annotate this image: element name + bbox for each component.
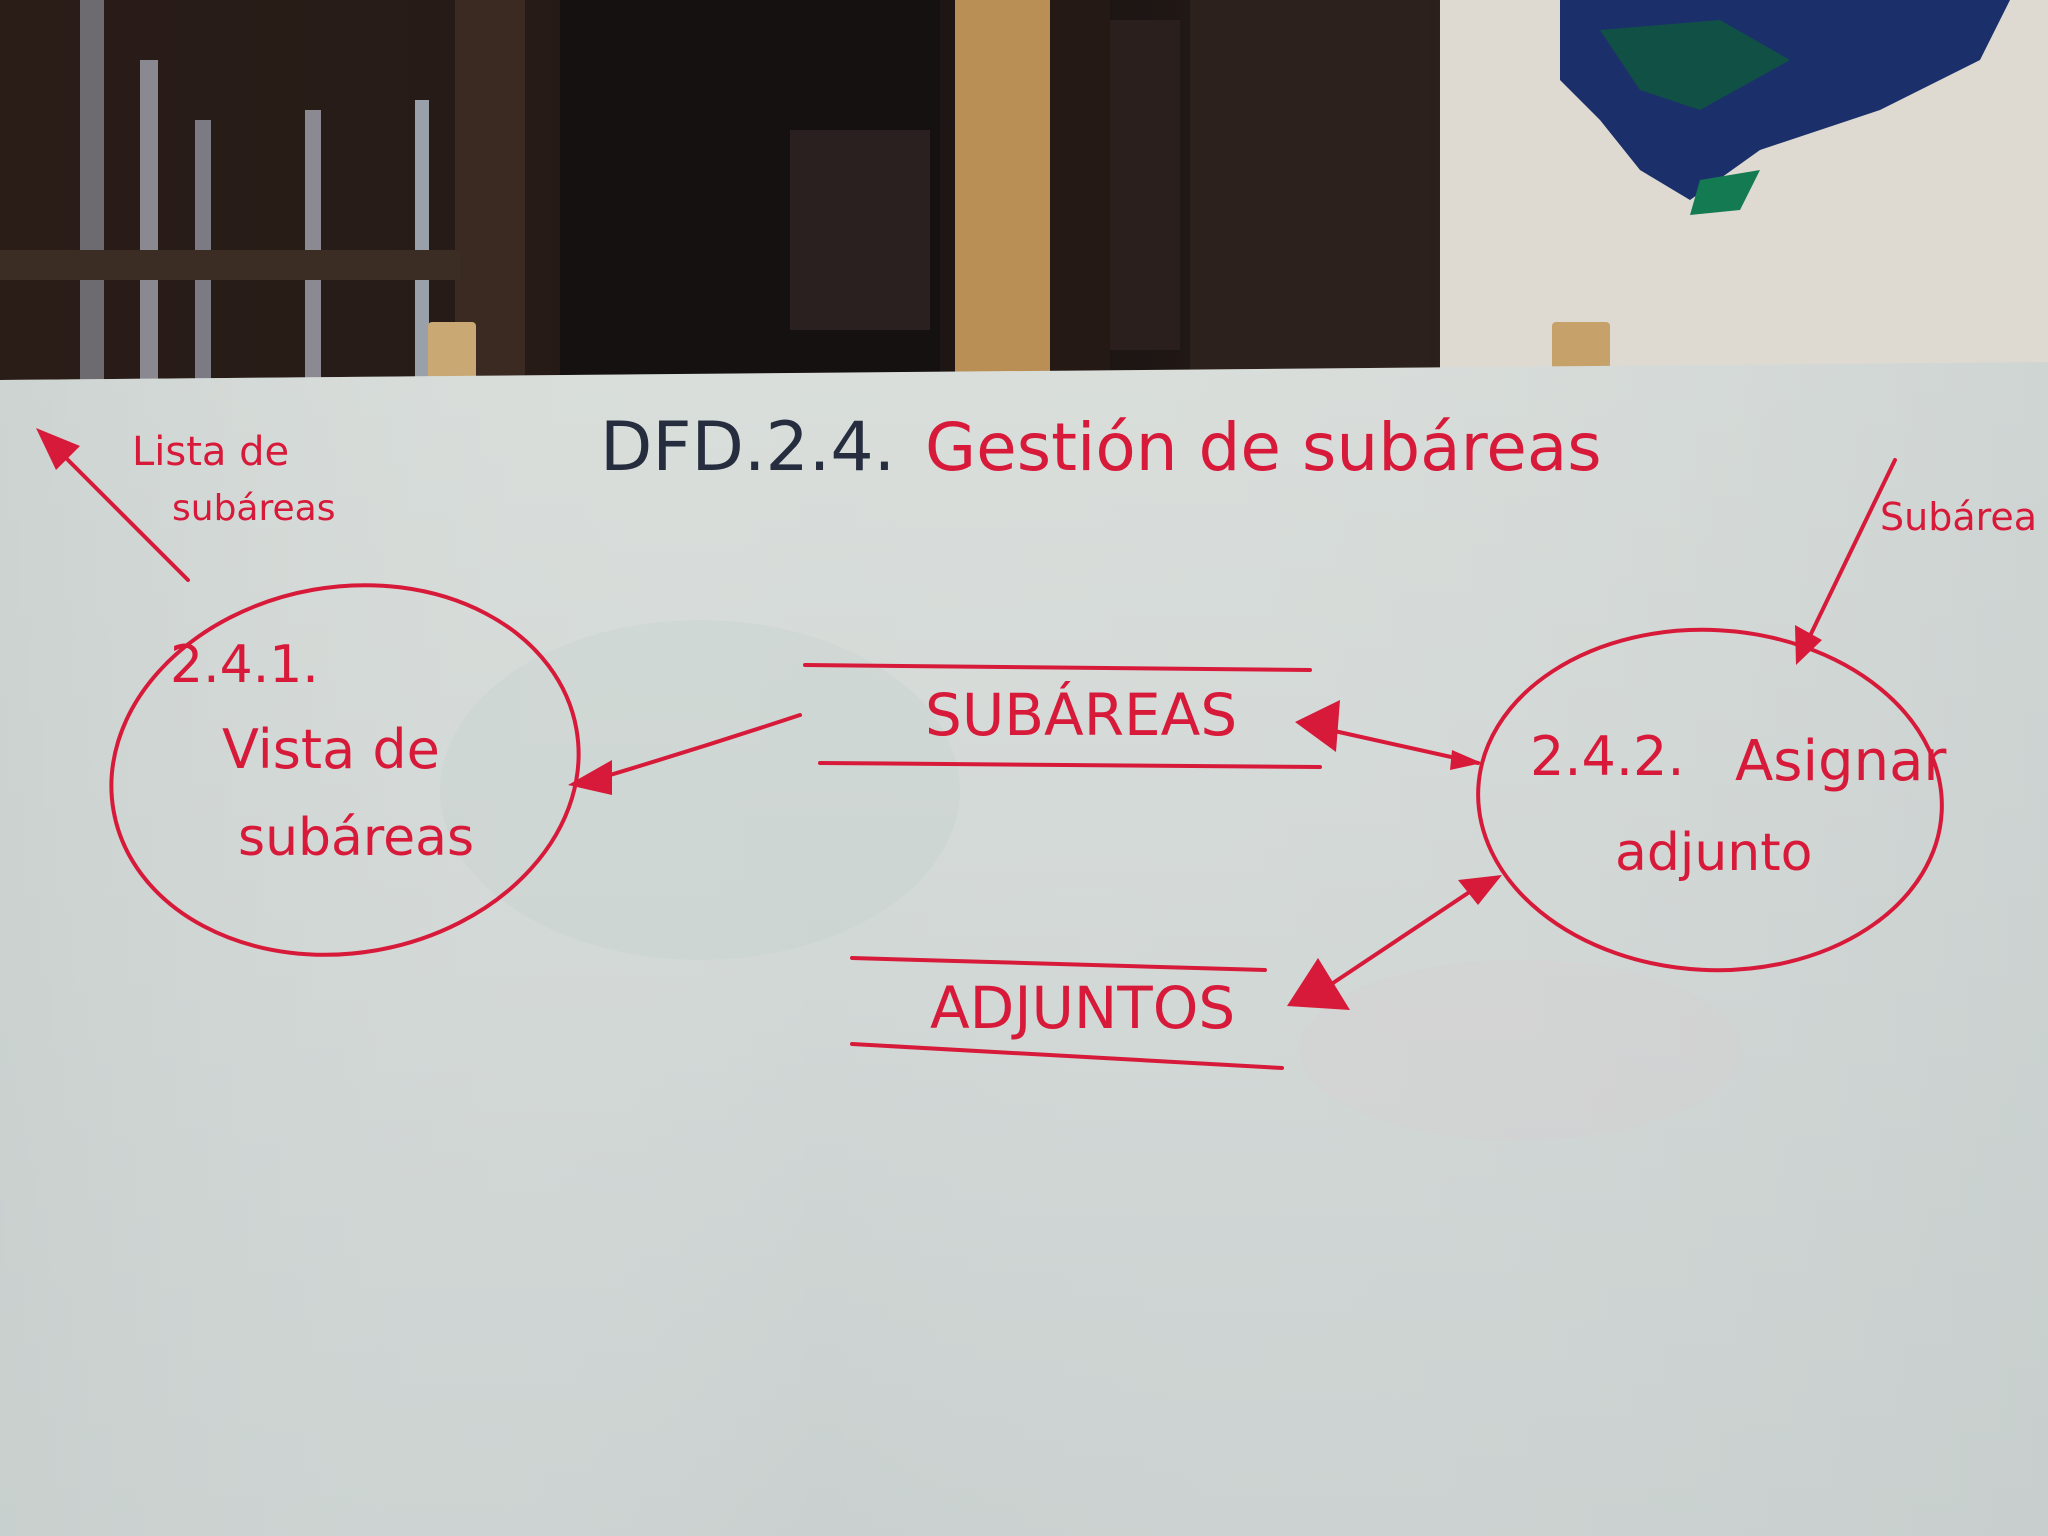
flow-subareas-asignar bbox=[1295, 700, 1482, 770]
board-clip bbox=[428, 322, 476, 382]
flow-label-input: Subárea bbox=[1880, 495, 2037, 539]
process-label-line1: Asignar bbox=[1735, 729, 1947, 794]
external-flow-output: Lista de subáreas bbox=[36, 428, 335, 582]
window-frame bbox=[140, 60, 158, 380]
data-store-adjuntos: ADJUNTOS bbox=[850, 956, 1284, 1070]
store-top-line bbox=[850, 956, 1267, 972]
flow-subareas-to-vista bbox=[568, 713, 802, 795]
arrowhead bbox=[36, 428, 80, 470]
wooden-post bbox=[955, 0, 1050, 380]
wall-painting-detail bbox=[1690, 170, 1760, 215]
title-prefix: DFD.2.4. bbox=[600, 408, 895, 487]
arrowhead bbox=[568, 760, 612, 795]
process-circle bbox=[109, 583, 581, 957]
diagram-title: DFD.2.4. Gestión de subáreas bbox=[600, 408, 1602, 487]
process-2-4-2: 2.4.2. Asignar adjunto bbox=[1476, 627, 1947, 973]
shelf-post bbox=[455, 0, 525, 380]
flow-arrow-output bbox=[58, 450, 190, 582]
shelf-board bbox=[0, 250, 460, 280]
window-frame bbox=[305, 110, 321, 380]
flow-line bbox=[1328, 883, 1482, 987]
dark-frame bbox=[1050, 0, 1110, 380]
process-circle bbox=[1476, 627, 1944, 973]
eraser-smudge bbox=[440, 620, 960, 960]
store-label: ADJUNTOS bbox=[930, 974, 1235, 1042]
store-bottom-line bbox=[818, 761, 1322, 769]
arrowhead bbox=[1287, 958, 1350, 1010]
dark-cabinet bbox=[1190, 0, 1430, 380]
window-frame bbox=[415, 100, 429, 380]
flow-line bbox=[598, 713, 802, 780]
board-shading bbox=[0, 362, 2048, 1536]
arrowhead bbox=[1295, 700, 1340, 752]
external-flow-input: Subárea bbox=[1795, 458, 2037, 665]
cabinet-panel bbox=[1110, 20, 1180, 350]
flow-label-output-line1: Lista de bbox=[132, 429, 289, 475]
store-top-line bbox=[803, 663, 1312, 672]
eraser-smudge bbox=[1300, 960, 1740, 1140]
data-store-subareas: SUBÁREAS bbox=[803, 663, 1322, 769]
process-label-line1: Vista de bbox=[222, 718, 440, 781]
arrowhead bbox=[1795, 625, 1822, 665]
process-label-line2: subáreas bbox=[238, 808, 474, 868]
process-id: 2.4.1. bbox=[170, 635, 319, 695]
cabinet-panel bbox=[790, 130, 930, 330]
whiteboard bbox=[0, 362, 2048, 1536]
flow-label-output-line2: subáreas bbox=[172, 488, 335, 529]
process-label-line2: adjunto bbox=[1615, 823, 1812, 883]
arrowhead bbox=[1458, 875, 1502, 905]
arrowhead bbox=[1450, 750, 1482, 770]
title-text: Gestión de subáreas bbox=[925, 409, 1602, 486]
background-room bbox=[0, 0, 2048, 382]
process-2-4-1: 2.4.1. Vista de subáreas bbox=[109, 583, 581, 957]
flow-arrow-input bbox=[1806, 458, 1897, 642]
store-label: SUBÁREAS bbox=[925, 680, 1237, 749]
flow-adjuntos-asignar bbox=[1287, 875, 1502, 1010]
window-frame bbox=[80, 0, 104, 380]
process-id: 2.4.2. bbox=[1530, 725, 1685, 788]
store-bottom-line bbox=[850, 1042, 1284, 1070]
wall-painting-detail bbox=[1600, 20, 1790, 110]
